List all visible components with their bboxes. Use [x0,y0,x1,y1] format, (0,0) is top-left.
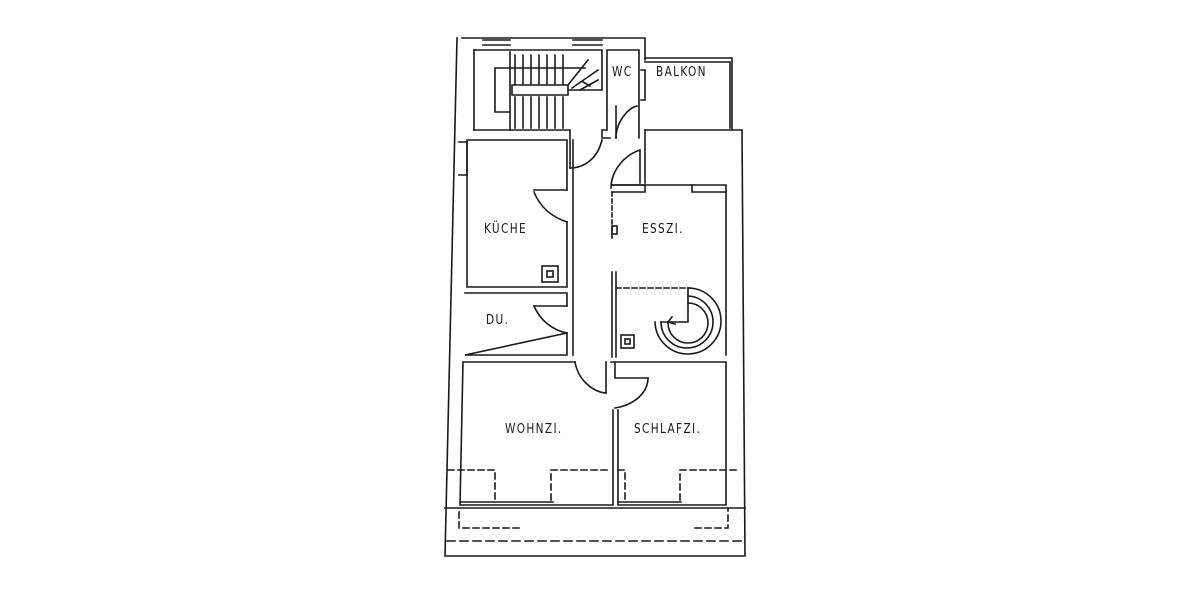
room-label-schlafzi: SCHLAFZI. [634,422,702,437]
wc-walls [601,49,646,139]
room-label-du: DU. [486,313,510,328]
living-bedroom-walls [447,361,741,506]
room-label-esszi: ESSZI. [642,222,684,237]
room-label-balkon: BALKON [656,65,707,80]
outer-walls [444,37,746,557]
front-balcony [444,507,746,542]
room-label-wc: WC [612,65,633,80]
shower-walls [464,292,568,356]
corridor-walls [572,139,727,358]
balcony [644,57,743,131]
room-label-wohnzi: WOHNZI. [505,422,563,437]
staircase [473,49,603,169]
room-label-kueche: KÜCHE [484,222,527,237]
spiral-staircase [654,287,722,355]
kitchen-walls [466,139,569,288]
